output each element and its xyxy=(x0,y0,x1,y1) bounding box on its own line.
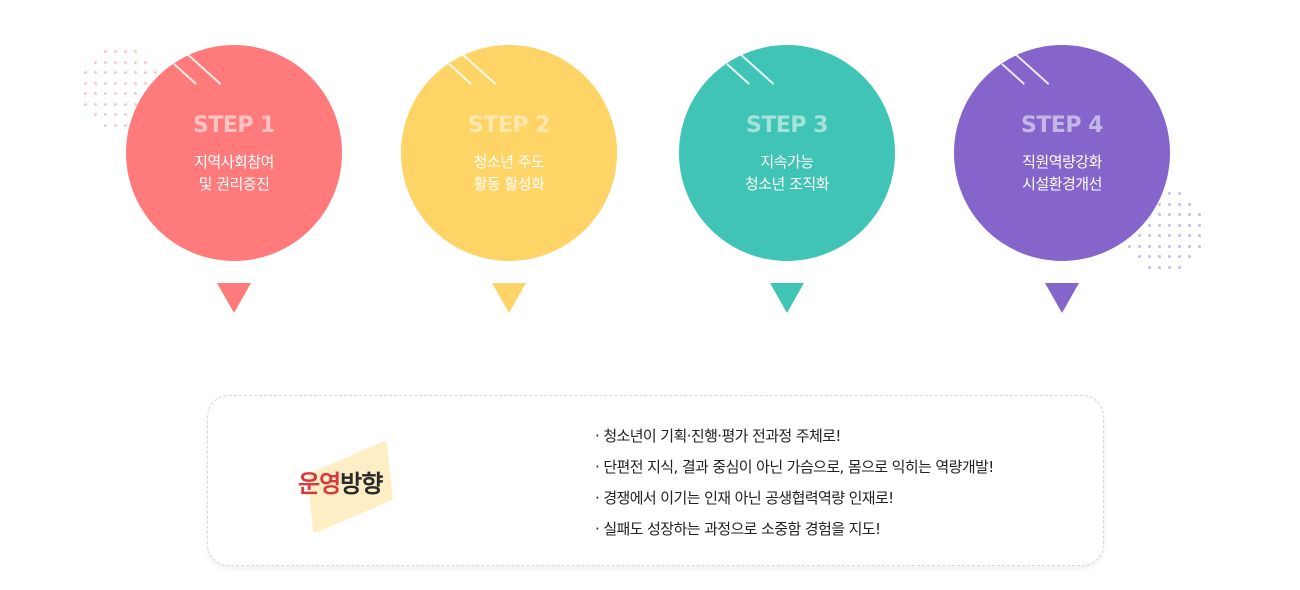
triangle-down-icon xyxy=(492,283,526,313)
triangle-down-icon xyxy=(770,283,804,313)
heading-text: 방향 xyxy=(340,470,383,498)
slash-decoration xyxy=(173,63,197,85)
step-desc-line: 청소년 주도 xyxy=(473,153,545,171)
step-desc-line: 및 권리증진 xyxy=(198,175,270,193)
step-desc-line: 시설환경개선 xyxy=(1022,175,1102,193)
list-item: · 청소년이 기획·진행·평가 전과정 주체로! xyxy=(595,427,841,445)
step-label: STEP 4 xyxy=(1021,113,1103,138)
step-desc-line: 지속가능 xyxy=(760,153,814,171)
slash-decoration xyxy=(1001,63,1025,85)
slash-decoration xyxy=(448,63,472,85)
triangle-down-icon xyxy=(1045,283,1079,313)
triangle-down-icon xyxy=(217,283,251,313)
step-desc-line: 직원역량강화 xyxy=(1022,153,1102,171)
slash-decoration xyxy=(726,63,750,85)
step-desc-line: 활동 활성화 xyxy=(473,175,545,193)
step-desc-line: 지역사회참여 xyxy=(194,153,274,171)
direction-panel: 운영방향 · 청소년이 기획·진행·평가 전과정 주체로! · 단편전 지식, … xyxy=(207,395,1104,566)
step-description: 지속가능 청소년 조직화 xyxy=(679,151,895,195)
step-4-circle: STEP 4 직원역량강화 시설환경개선 xyxy=(954,45,1170,261)
step-description: 직원역량강화 시설환경개선 xyxy=(954,151,1170,195)
list-item: · 단편전 지식, 결과 중심이 아닌 가슴으로, 몸으로 익히는 역량개발! xyxy=(595,458,994,476)
list-item: · 실패도 성장하는 과정으로 소중함 경험을 지도! xyxy=(595,520,881,538)
step-desc-line: 청소년 조직화 xyxy=(744,175,830,193)
step-description: 청소년 주도 활동 활성화 xyxy=(401,151,617,195)
list-item: · 경쟁에서 이기는 인재 아닌 공생협력역량 인재로! xyxy=(595,489,894,507)
step-description: 지역사회참여 및 권리증진 xyxy=(126,151,342,195)
step-1-circle: STEP 1 지역사회참여 및 권리증진 xyxy=(126,45,342,261)
step-3-circle: STEP 3 지속가능 청소년 조직화 xyxy=(679,45,895,261)
direction-list: · 청소년이 기획·진행·평가 전과정 주체로! · 단편전 지식, 결과 중심… xyxy=(595,426,994,550)
heading-highlight-text: 운영 xyxy=(298,470,341,498)
step-label: STEP 3 xyxy=(746,113,828,138)
direction-heading: 운영방향 xyxy=(298,464,383,499)
step-label: STEP 2 xyxy=(468,113,550,138)
step-label: STEP 1 xyxy=(193,113,275,138)
direction-heading-wrap: 운영방향 xyxy=(298,440,408,534)
step-2-circle: STEP 2 청소년 주도 활동 활성화 xyxy=(401,45,617,261)
